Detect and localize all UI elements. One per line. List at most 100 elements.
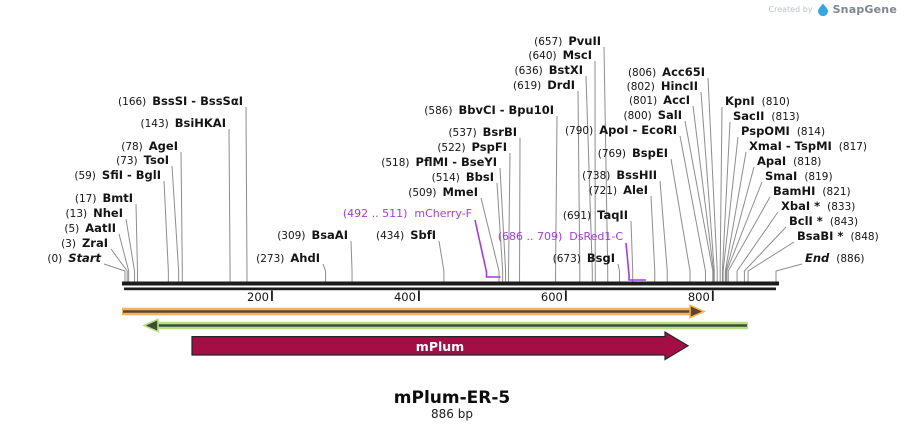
site-name: SfiI - BglI	[101, 168, 161, 182]
site-name: SbfI	[410, 228, 436, 242]
site-label-nhei: (13) NheI	[66, 207, 123, 221]
sequence-length: 886 bp	[431, 407, 473, 421]
primer-range: (492 .. 511)	[342, 207, 408, 220]
callout-line-nhei	[125, 218, 136, 282]
callout-line-acc65i	[707, 77, 718, 282]
feature-label-mplum: mPlum	[415, 338, 465, 354]
tick-label-600: 600	[540, 290, 563, 304]
site-position: (810)	[761, 96, 790, 108]
site-label-acc65i: (806)Acc65I	[628, 66, 705, 80]
site-position: (537)	[448, 127, 477, 139]
site-label-bsshii: (738)BssHII	[582, 169, 657, 183]
callout-line-sali	[684, 120, 714, 282]
site-position: (657)	[534, 36, 563, 48]
site-label-drdi: (619)DrdI	[513, 79, 575, 93]
watermark: Created by SnapGene	[769, 3, 897, 16]
callout-line-bbvci-bpu10i	[555, 115, 558, 282]
site-label-taqii: (691)TaqII	[563, 209, 628, 223]
site-name: BssHII	[616, 168, 657, 182]
site-label-acci: (801)AccI	[629, 94, 690, 108]
callout-line-bsabi	[747, 241, 795, 282]
callout-line-bbsi	[496, 182, 504, 282]
snapgene-logo-icon	[817, 3, 828, 16]
site-label-end: End(886)	[805, 252, 865, 266]
callout-line-bmti	[135, 203, 138, 282]
site-name: BsaAI	[311, 228, 348, 242]
callout-line-bsssi-bsss-i	[245, 106, 248, 282]
site-name: BsiHKAI	[174, 116, 226, 130]
site-name: XmaI - TspMI	[749, 139, 832, 153]
site-position: (821)	[822, 186, 851, 198]
watermark-created-by: Created by	[768, 5, 813, 14]
site-label-tsoi: (73)TsoI	[116, 154, 169, 168]
primer-range: (686 .. 709)	[497, 230, 563, 243]
callout-line-bsaai	[350, 240, 353, 282]
site-position: (3)	[61, 238, 76, 250]
site-name: SmaI	[765, 169, 798, 183]
site-position: (833)	[827, 201, 856, 213]
site-name: BsaBI *	[797, 229, 844, 243]
primer-label-mcherry-f: (492 .. 511)mCherry-F	[343, 207, 472, 220]
site-position: (13)	[65, 208, 88, 220]
site-name: End	[805, 251, 830, 265]
site-name: SalI	[657, 108, 682, 122]
site-name: AccI	[663, 93, 690, 107]
site-position: (636)	[514, 65, 543, 77]
site-name: KpnI	[725, 94, 755, 108]
callout-line-pflmi-bseyi	[499, 167, 507, 282]
site-label-bsaai: (309) BsaAI	[277, 229, 348, 243]
site-label-bstxi: (636)BstXI	[515, 64, 584, 78]
site-position: (790)	[564, 125, 594, 137]
site-name: HincII	[660, 79, 698, 93]
site-label-kpni: KpnI (810)	[725, 95, 790, 109]
site-name: NheI	[93, 206, 123, 220]
callout-line-smai	[726, 181, 763, 282]
site-position: (509)	[408, 187, 437, 199]
site-position: (806)	[627, 67, 657, 79]
site-position: (166)	[118, 96, 147, 108]
site-name: DrdI	[547, 78, 575, 92]
site-label-bsihkai: (143)BsiHKAI	[140, 117, 226, 131]
site-label-zrai: (3)ZraI	[61, 237, 108, 251]
site-label-mmei: (509) MmeI	[408, 186, 478, 200]
callout-line-aatii	[118, 233, 130, 282]
site-label-xmai-tspmi: XmaI - TspMI (817)	[749, 140, 867, 154]
site-position: (800)	[623, 110, 652, 122]
site-position: (586)	[424, 105, 453, 117]
site-label-bsssi-bsss-i: (166) BssSI - BssSαI	[118, 95, 243, 109]
callout-line-bamhi	[727, 196, 771, 282]
callout-line-drdi	[577, 90, 581, 282]
watermark-brand: SnapGene	[832, 3, 897, 16]
site-position: (0)	[47, 253, 63, 265]
callout-line-apoi-ecori	[679, 135, 706, 282]
site-label-alei: (721)AleI	[589, 184, 648, 198]
callout-line-sfii-bgli	[163, 180, 169, 282]
site-label-sacii: SacII(813)	[733, 110, 800, 124]
site-name: MmeI	[442, 185, 478, 199]
site-position: (78)	[121, 141, 143, 153]
site-position: (640)	[528, 50, 557, 62]
site-name: BssSI - BssSαI	[152, 94, 243, 108]
site-label-pspfi: (522)PspFI	[437, 141, 507, 155]
site-label-msci: (640)MscI	[528, 49, 592, 63]
site-position: (5)	[64, 223, 80, 235]
callout-line-zrai	[110, 248, 128, 282]
site-label-agei: (78)AgeI	[121, 140, 178, 154]
callout-line-mmei	[480, 197, 500, 282]
feature-arrow-mplum	[191, 330, 690, 361]
callout-line-sacii	[721, 121, 731, 282]
callout-line-acci	[692, 105, 715, 282]
site-label-bsabi: BsaBI *(848)	[797, 230, 879, 244]
sequence-title: mPlum-ER-5	[393, 388, 511, 408]
site-name: AhdI	[290, 251, 320, 265]
site-position: (819)	[804, 171, 833, 183]
site-position: (309)	[277, 230, 306, 242]
orf-arrowhead-right	[689, 304, 706, 319]
site-position: (818)	[793, 156, 822, 168]
site-position: (514)	[431, 172, 460, 184]
site-position: (817)	[838, 141, 868, 153]
site-label-aatii: (5)AatII	[64, 222, 116, 236]
callout-line-pspfi	[508, 152, 511, 282]
site-label-sbfi: (434)SbfI	[376, 229, 436, 243]
primer-line-mcherry-f	[474, 219, 501, 278]
